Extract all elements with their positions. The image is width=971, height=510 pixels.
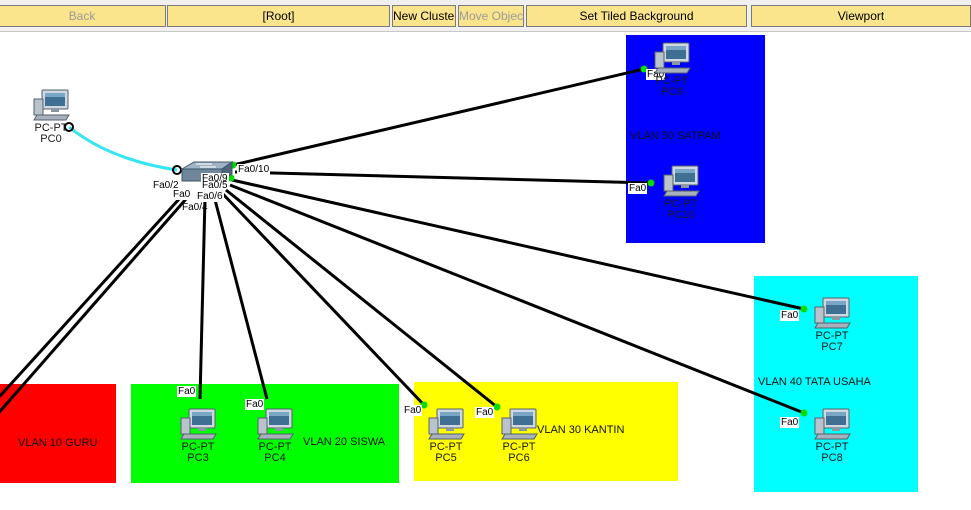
links-layer (0, 65, 808, 417)
link-pc5[interactable] (220, 191, 426, 407)
pc-icon (654, 42, 691, 74)
pc7[interactable]: PC-PT PC7 (802, 295, 862, 353)
vlan10-label: VLAN 10 GURU (18, 437, 98, 449)
port-label-pc3-fa0: Fa0 (177, 386, 197, 397)
device-name-label: PC5 (435, 452, 457, 464)
new-cluster-button[interactable]: New Cluster (392, 5, 456, 27)
port-label-pc5-fa0: Fa0 (403, 405, 423, 416)
link-up-indicator (493, 403, 501, 411)
pc6[interactable]: PC-PT PC6 (489, 406, 549, 464)
device-type-label: PC-PT (502, 441, 536, 453)
set-tiled-background-button[interactable]: Set Tiled Background (526, 5, 747, 27)
pc4[interactable]: PC-PT PC4 (245, 406, 305, 464)
console-end-switch (172, 165, 182, 175)
port-label-switch-fa0-9: Fa0/9 (201, 173, 229, 184)
device-name-label: PC4 (264, 452, 286, 464)
port-label-switch-fa0-5: Fa0/5 (202, 180, 228, 191)
port-label-pc7-fa0: Fa0 (780, 310, 800, 321)
vlan20-label: VLAN 20 SISWA (303, 436, 386, 448)
port-label-pc10-fa0: Fa0 (628, 183, 648, 194)
logical-workspace[interactable]: VLAN 10 GURU VLAN 20 SISWA VLAN 30 KANTI… (0, 32, 971, 510)
console-end-pc0 (64, 122, 74, 132)
device-name-label: PC10 (667, 209, 695, 221)
console-cable[interactable] (68, 125, 178, 172)
port-label-switch-fa0-2: Fa0/2 (153, 180, 179, 191)
pc9[interactable]: PC-PT PC9 (642, 40, 702, 98)
device-type-label: PC-PT (815, 441, 849, 453)
pc0[interactable]: PC-PT PC0 (21, 87, 81, 145)
vlan30-label: VLAN 30 KANTIN (537, 424, 625, 436)
device-name-label: PC7 (821, 341, 843, 353)
port-label-switch-fa0-4: Fa0/4 (182, 202, 208, 213)
vlan10-zone (0, 384, 116, 483)
link-vlan10-b[interactable] (0, 198, 188, 417)
pc-icon (663, 165, 700, 197)
link-pc10[interactable] (234, 170, 652, 185)
pc8[interactable]: PC-PT PC8 (802, 406, 862, 464)
link-pc3[interactable] (198, 197, 207, 400)
pc-icon (180, 408, 217, 440)
device-type-label: PC-PT (655, 75, 689, 87)
link-pc9[interactable] (232, 67, 645, 167)
vlan50-label: VLAN 50 SATPAM (630, 130, 721, 142)
link-up-indicator (800, 305, 808, 313)
pc-icon (814, 408, 851, 440)
port-label-pc8-fa0: Fa0 (780, 417, 800, 428)
pc5[interactable]: PC-PT PC5 (416, 406, 476, 464)
vlan30-zone (414, 382, 678, 481)
pc-icon (501, 408, 538, 440)
move-object-button[interactable]: Move Object (458, 5, 524, 27)
device-type-label: PC-PT (181, 441, 215, 453)
pc-icon (257, 408, 294, 440)
viewport-button[interactable]: Viewport (751, 5, 971, 27)
pc10[interactable]: PC-PT PC10 (651, 163, 711, 221)
back-button[interactable]: Back (0, 5, 166, 27)
device-name-label: PC3 (187, 452, 209, 464)
device-type-label: PC-PT (664, 198, 698, 210)
port-label-pc4-fa0: Fa0 (245, 399, 265, 410)
link-pc8[interactable] (229, 183, 805, 415)
pc-icon (33, 89, 70, 121)
workspace-toolbar: Back [Root] New Cluster Move Object Set … (0, 0, 971, 32)
device-name-label: PC6 (508, 452, 530, 464)
port-label-switch-fa0-6: Fa0/6 (196, 191, 224, 202)
pc-icon (428, 408, 465, 440)
port-label-pc9-fa0: Fa0 (646, 69, 666, 80)
pc3[interactable]: PC-PT PC3 (168, 406, 228, 464)
link-up-indicator (800, 409, 808, 417)
pc-icon (814, 297, 851, 329)
link-up-indicator (420, 401, 428, 409)
device-name-label: PC9 (661, 86, 683, 98)
link-pc7[interactable] (231, 178, 805, 311)
root-button[interactable]: [Root] (167, 5, 390, 27)
device-name-label: PC8 (821, 452, 843, 464)
link-up-indicator (640, 65, 648, 73)
link-pc4[interactable] (212, 195, 269, 400)
device-type-label: PC-PT (34, 122, 68, 134)
link-up-indicator (647, 179, 655, 187)
device-type-label: PC-PT (429, 441, 463, 453)
port-label-pc6-fa0: Fa0 (475, 407, 495, 418)
device-type-label: PC-PT (258, 441, 292, 453)
device-name-label: PC0 (40, 133, 62, 145)
link-pc6[interactable] (225, 188, 498, 409)
link-vlan10-a[interactable] (0, 196, 182, 407)
port-label-switch-fa0-10: Fa0/10 (237, 164, 271, 175)
device-type-label: PC-PT (815, 330, 849, 342)
port-label-switch-fa0: Fa0 (172, 189, 192, 200)
vlan40-label: VLAN 40 TATA USAHA (758, 376, 871, 388)
